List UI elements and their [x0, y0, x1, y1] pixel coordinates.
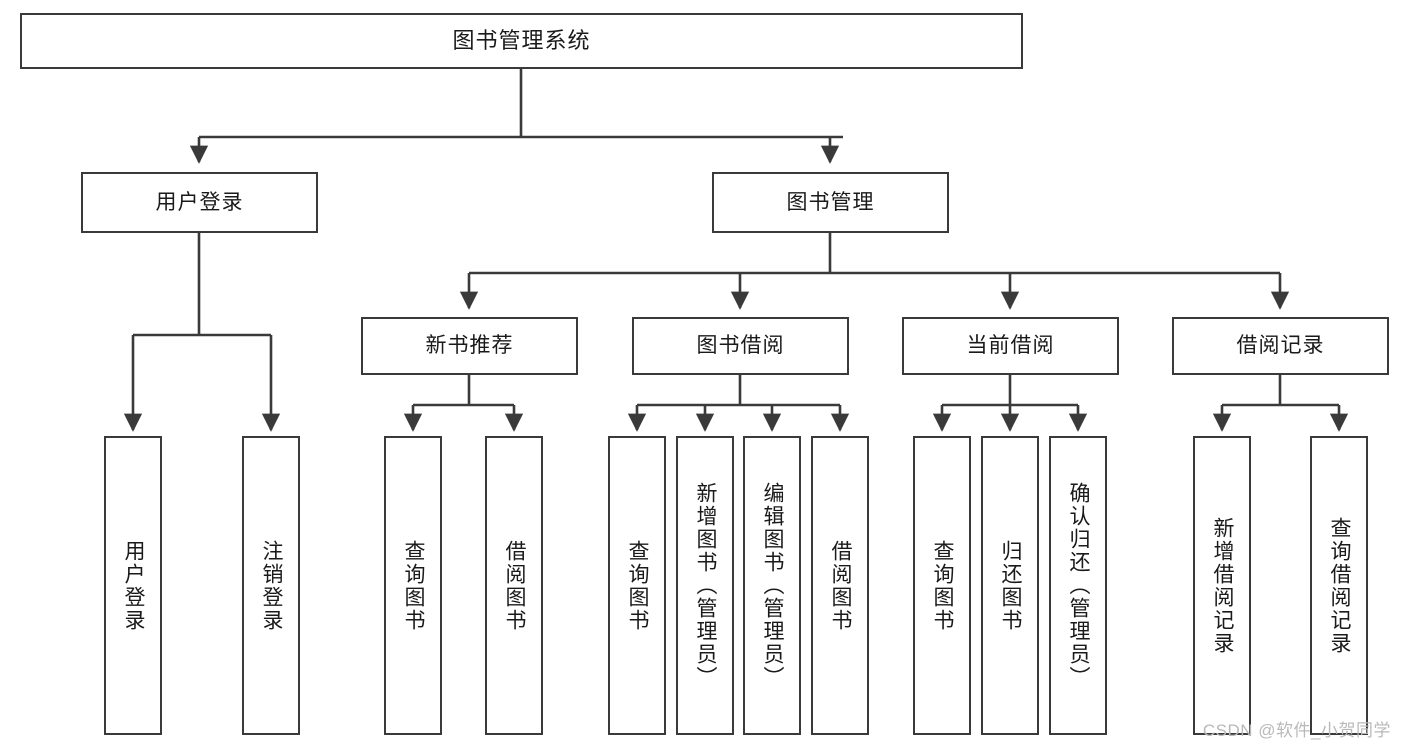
node-leaf-query-record[interactable]: 查询借阅记录	[1310, 436, 1368, 735]
node-current-borrow-label: 当前借阅	[966, 334, 1055, 358]
node-leaf-user-login-label: 用户登录	[122, 539, 146, 632]
node-leaf-logout[interactable]: 注销登录	[242, 436, 300, 735]
node-leaf-query-book-1[interactable]: 查询图书	[384, 436, 442, 735]
node-leaf-query-book-1-label: 查询图书	[402, 539, 426, 632]
node-leaf-query-book-2[interactable]: 查询图书	[608, 436, 666, 735]
node-root[interactable]: 图书管理系统	[20, 13, 1023, 69]
node-book-manage-label: 图书管理	[786, 190, 875, 214]
node-leaf-borrow-book-1-label: 借阅图书	[503, 539, 527, 632]
node-leaf-confirm-return-label: 确认归还（管理员）	[1067, 482, 1091, 689]
node-book-borrow[interactable]: 图书借阅	[632, 317, 849, 375]
node-leaf-borrow-book-1[interactable]: 借阅图书	[485, 436, 543, 735]
node-leaf-confirm-return[interactable]: 确认归还（管理员）	[1049, 436, 1107, 735]
node-leaf-edit-book[interactable]: 编辑图书（管理员）	[743, 436, 801, 735]
node-leaf-add-record-label: 新增借阅记录	[1211, 516, 1235, 655]
node-leaf-add-book-label: 新增图书（管理员）	[694, 482, 718, 689]
node-root-label: 图书管理系统	[452, 27, 591, 53]
node-leaf-query-record-label: 查询借阅记录	[1328, 516, 1352, 655]
node-leaf-borrow-book-2-label: 借阅图书	[829, 539, 853, 632]
node-leaf-user-login[interactable]: 用户登录	[104, 436, 162, 735]
node-user-login-label: 用户登录	[155, 190, 244, 214]
node-leaf-return-book[interactable]: 归还图书	[981, 436, 1039, 735]
node-user-login[interactable]: 用户登录	[81, 172, 318, 233]
node-leaf-logout-label: 注销登录	[260, 539, 284, 632]
node-leaf-add-book[interactable]: 新增图书（管理员）	[676, 436, 734, 735]
node-book-borrow-label: 图书借阅	[696, 334, 785, 358]
watermark: CSDN @软件_小贺同学	[1202, 721, 1391, 740]
node-current-borrow[interactable]: 当前借阅	[902, 317, 1119, 375]
node-leaf-edit-book-label: 编辑图书（管理员）	[761, 482, 785, 689]
node-book-manage[interactable]: 图书管理	[712, 172, 949, 233]
node-new-book-rec-label: 新书推荐	[425, 334, 514, 358]
node-leaf-query-book-2-label: 查询图书	[626, 539, 650, 632]
node-borrow-record[interactable]: 借阅记录	[1172, 317, 1389, 375]
node-leaf-add-record[interactable]: 新增借阅记录	[1193, 436, 1251, 735]
node-borrow-record-label: 借阅记录	[1236, 334, 1325, 358]
node-leaf-query-book-3[interactable]: 查询图书	[913, 436, 971, 735]
node-leaf-return-book-label: 归还图书	[999, 539, 1023, 632]
node-leaf-query-book-3-label: 查询图书	[931, 539, 955, 632]
node-new-book-rec[interactable]: 新书推荐	[361, 317, 578, 375]
node-leaf-borrow-book-2[interactable]: 借阅图书	[811, 436, 869, 735]
